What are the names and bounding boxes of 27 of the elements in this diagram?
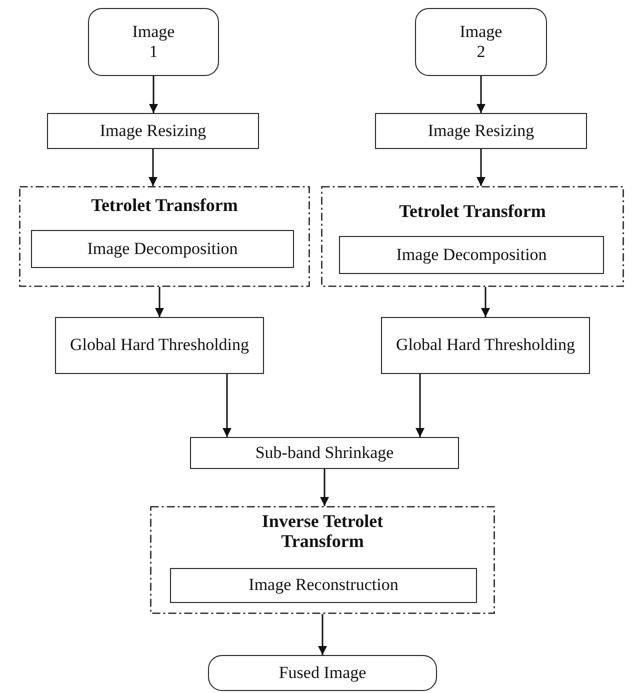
process-box: Image Resizing [375, 113, 587, 149]
process-box: Image Decomposition [339, 236, 604, 274]
arrow [476, 76, 486, 113]
process-box: Image Reconstruction [170, 568, 477, 603]
dashed-group-box [150, 506, 495, 614]
arrow [149, 76, 158, 113]
arrow [222, 374, 232, 437]
dashed-group-box [19, 186, 310, 287]
arrow [481, 287, 490, 317]
arrow [416, 374, 424, 437]
process-box: Global Hard Thresholding [55, 317, 264, 374]
terminal-box: Image 1 [88, 8, 219, 76]
arrow [155, 287, 164, 317]
process-box: Image Decomposition [31, 230, 294, 268]
arrow [318, 614, 327, 655]
group-heading: Tetrolet Transform [90, 196, 239, 216]
process-box: Sub-band Shrinkage [190, 437, 459, 469]
arrow [320, 469, 329, 506]
dashed-group-box [321, 186, 624, 287]
group-heading: Inverse Tetrolet Transform [260, 512, 384, 552]
process-box: Image Resizing [47, 113, 259, 149]
terminal-box: Image 2 [415, 8, 547, 76]
terminal-box: Fused Image [208, 655, 437, 691]
process-box: Global Hard Thresholding [381, 317, 590, 374]
arrow [148, 149, 158, 186]
group-heading: Tetrolet Transform [398, 202, 547, 222]
arrow [476, 149, 486, 186]
